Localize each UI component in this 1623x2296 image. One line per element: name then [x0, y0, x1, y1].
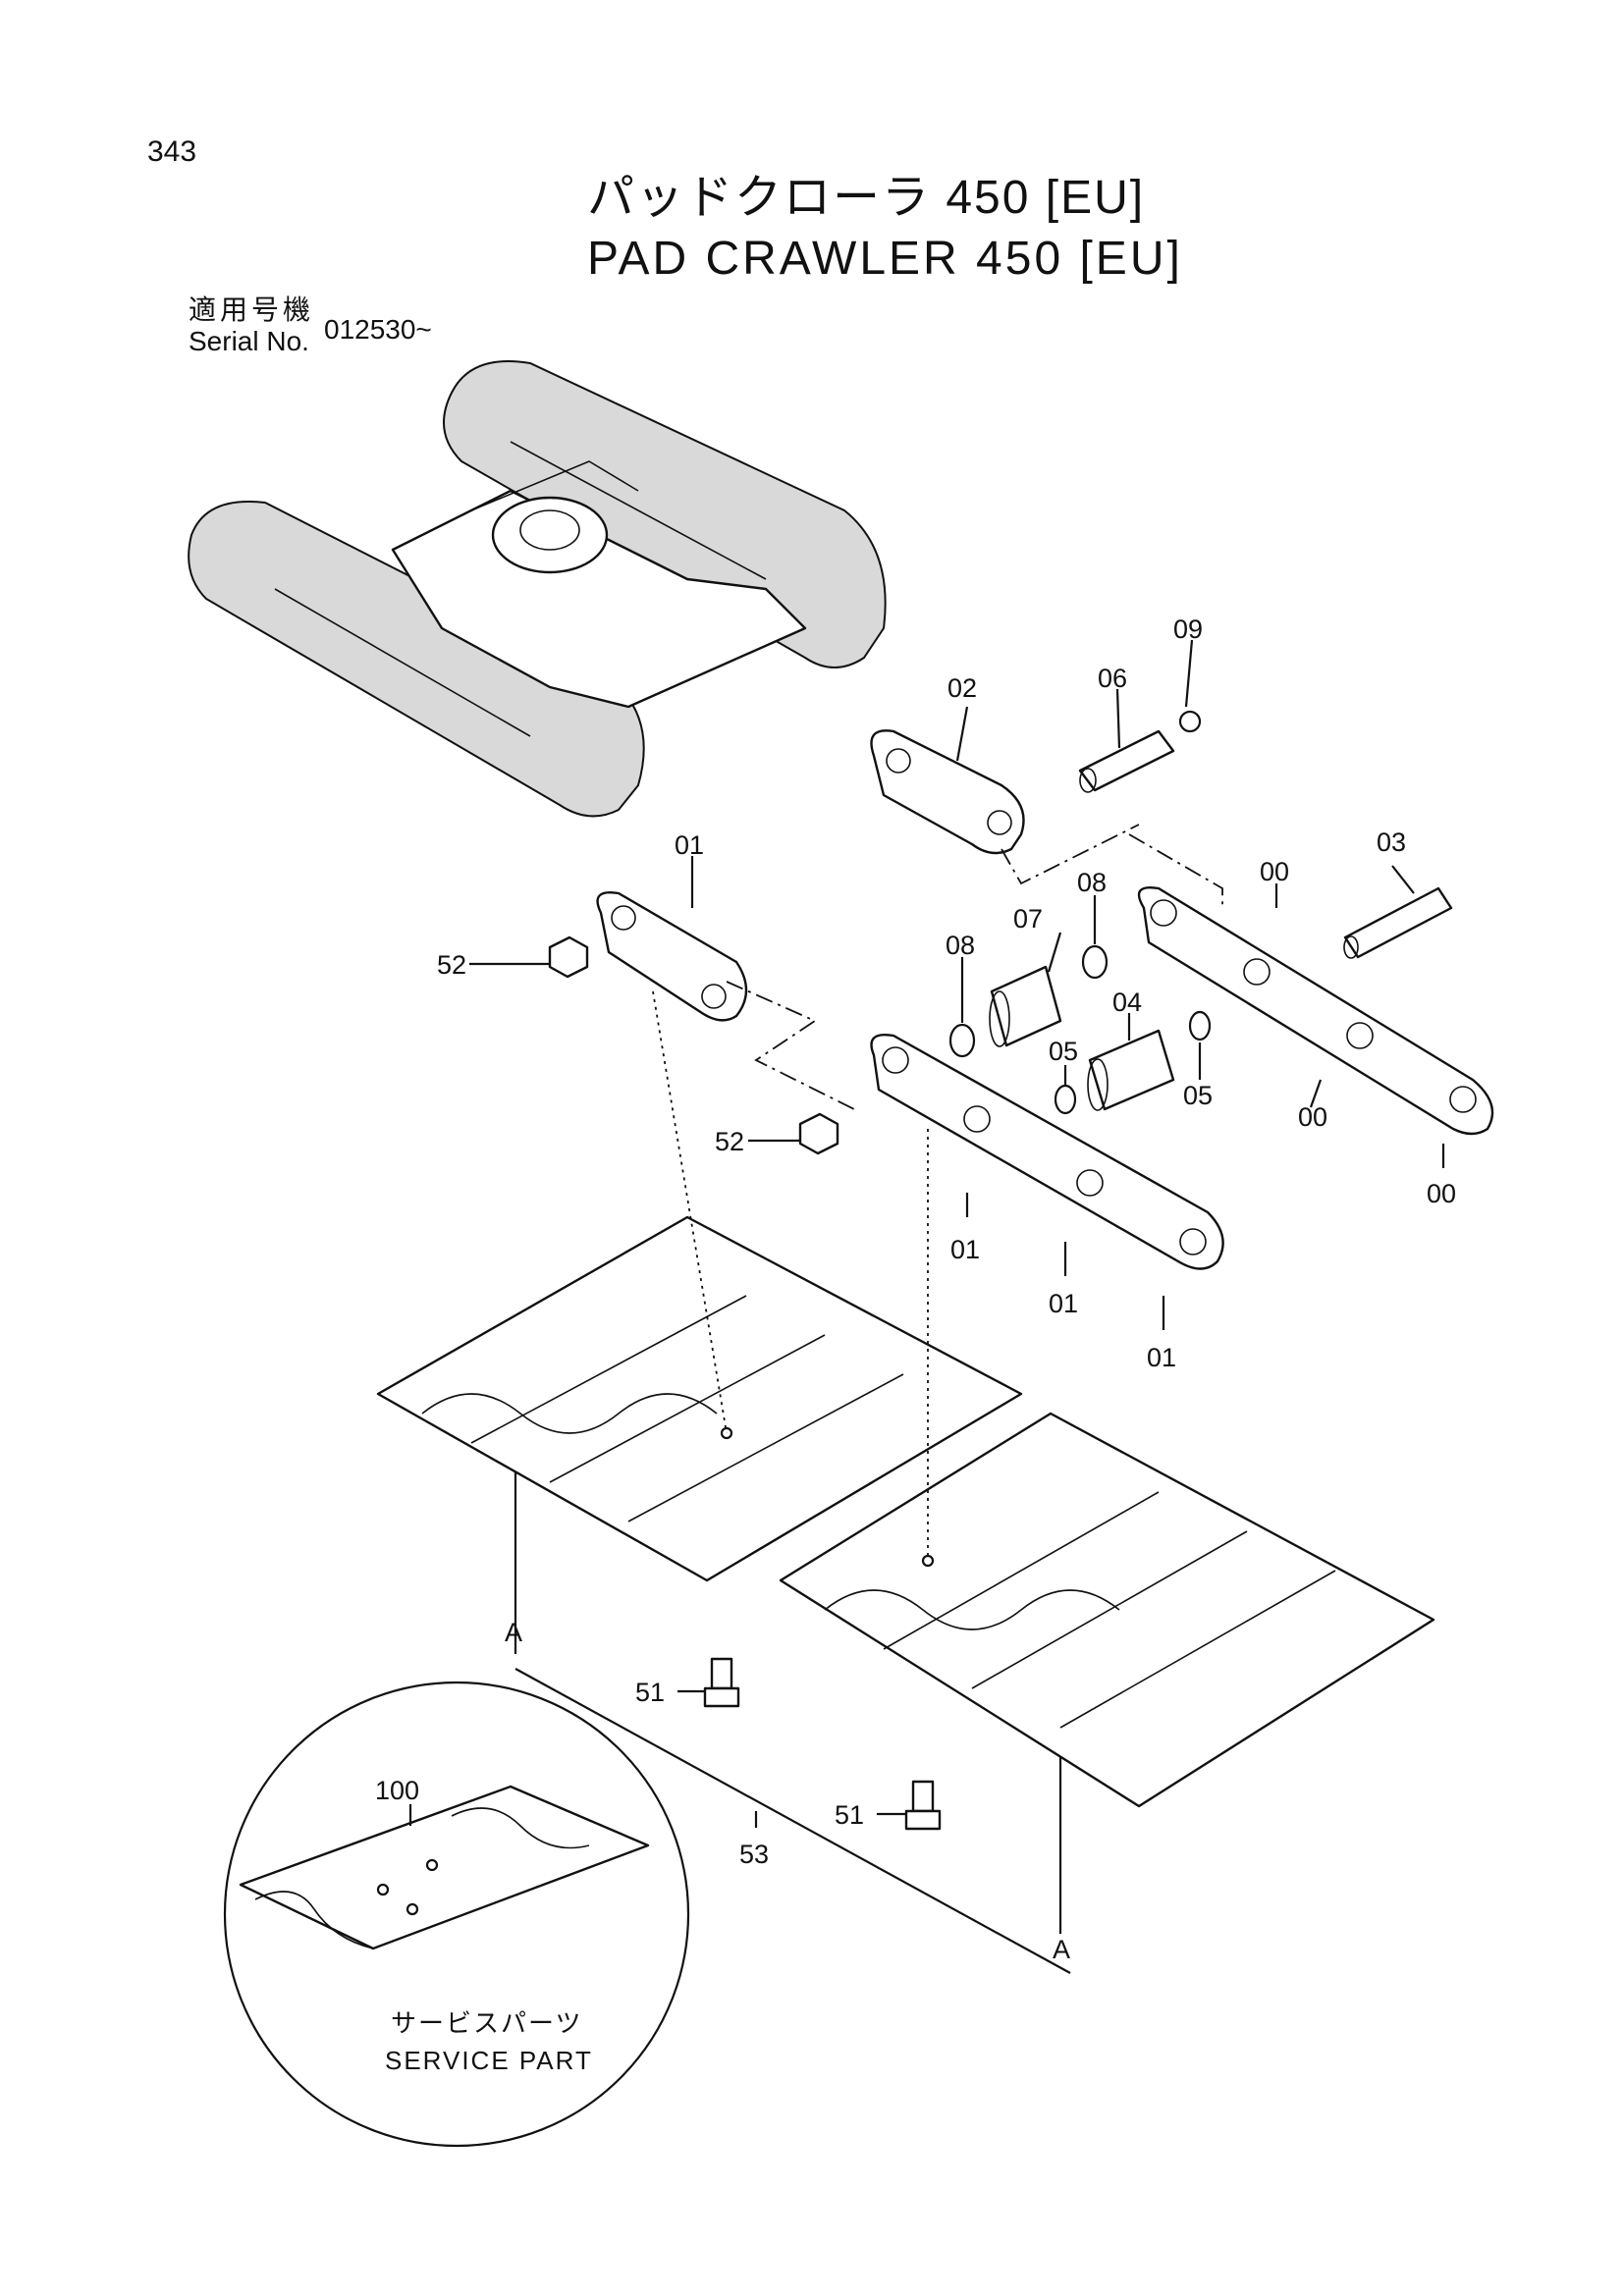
link-chain-right-00: [1137, 886, 1494, 1136]
callout-02: 02: [947, 673, 977, 703]
serial-label-japanese: 適用号機: [189, 294, 315, 325]
callout-01-second: 01: [1049, 1289, 1078, 1318]
bolt-51-b: [904, 1780, 942, 1831]
callout-00-bottom: 00: [1427, 1179, 1456, 1208]
service-part-label-japanese: サービスパーツ: [391, 2008, 583, 2038]
service-part-circle: [223, 1681, 690, 2148]
leader-lines: [408, 639, 1445, 1974]
callout-07: 07: [1013, 904, 1043, 934]
callout-03: 03: [1377, 828, 1406, 857]
callout-01-first: 01: [950, 1235, 980, 1264]
callout-05-right: 05: [1183, 1081, 1213, 1110]
pin-06: [1078, 729, 1175, 793]
callout-08-lower: 08: [946, 931, 975, 960]
callout-51-right: 51: [835, 1800, 864, 1830]
pad-shoe-left: [376, 1215, 1023, 1582]
seal-08-a: [948, 1023, 976, 1058]
bushing-04: [1087, 1029, 1175, 1111]
seal-08-b: [1081, 944, 1109, 980]
link-upper-01: [596, 891, 748, 1022]
nut-52-a: [548, 935, 589, 979]
seal-05-a: [1054, 1084, 1077, 1115]
snap-ring-09: [1178, 710, 1202, 733]
link-chain-left-01: [870, 1034, 1224, 1270]
callout-51-left: 51: [635, 1678, 665, 1707]
callout-04: 04: [1112, 988, 1142, 1017]
serial-number-value: 012530~: [324, 314, 432, 345]
callout-A-left: A: [505, 1618, 522, 1647]
callout-00-mid: 00: [1298, 1102, 1327, 1132]
callouts: 09 06 02 03 00 01 08 07 08 52 04 05 05 0…: [375, 614, 1456, 1964]
pad-shoe-right: [779, 1412, 1435, 1808]
callout-52-upper: 52: [437, 950, 466, 980]
seal-05-b: [1188, 1010, 1212, 1041]
master-link-02: [870, 729, 1025, 855]
callout-53: 53: [739, 1840, 769, 1869]
callout-06: 06: [1098, 664, 1127, 693]
service-part-label-english: SERVICE PART: [385, 2046, 593, 2075]
callout-01-third: 01: [1147, 1343, 1176, 1372]
callout-05-left: 05: [1049, 1037, 1078, 1066]
title-japanese: パッドクローラ 450 [EU]: [587, 172, 1146, 224]
callout-00-top: 00: [1260, 857, 1289, 886]
callout-52-lower: 52: [715, 1127, 744, 1156]
callout-A-right: A: [1053, 1935, 1070, 1964]
callout-100: 100: [375, 1776, 419, 1805]
serial-label-english: Serial No.: [189, 326, 309, 356]
page-number: 343: [147, 135, 197, 168]
bushing-07: [989, 965, 1062, 1047]
undercarriage-illustration: [188, 360, 887, 818]
title-english: PAD CRAWLER 450 [EU]: [587, 233, 1183, 285]
pin-03: [1343, 886, 1453, 959]
callout-01-upper: 01: [675, 830, 704, 860]
bolt-51-a: [703, 1657, 740, 1708]
nut-52-b: [798, 1112, 839, 1155]
callout-08-upper: 08: [1077, 868, 1107, 897]
callout-09: 09: [1173, 614, 1203, 644]
